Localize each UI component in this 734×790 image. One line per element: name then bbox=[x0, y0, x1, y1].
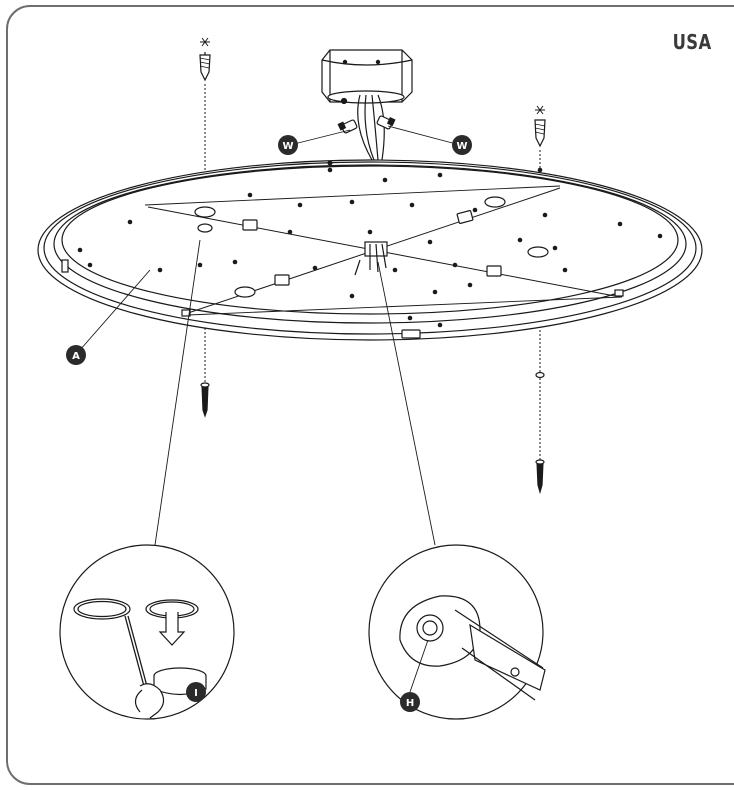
plate-slots bbox=[194, 196, 549, 298]
page-frame bbox=[6, 5, 734, 785]
callout-i-label: I bbox=[194, 688, 198, 699]
junction-box bbox=[321, 49, 413, 105]
callout-i: I bbox=[186, 682, 206, 702]
screw-right bbox=[535, 371, 545, 495]
callout-w-left-label: W bbox=[282, 141, 293, 152]
callout-w-right-label: W bbox=[456, 141, 467, 152]
plate-clips bbox=[61, 209, 624, 339]
callout-w-left: W bbox=[278, 135, 298, 155]
region-label: USA bbox=[672, 30, 712, 54]
callout-h-label: H bbox=[406, 698, 414, 709]
wire-nut-right bbox=[376, 115, 396, 130]
supply-wires bbox=[357, 94, 385, 161]
callout-a-label: A bbox=[72, 351, 80, 362]
anchor-right bbox=[534, 105, 546, 460]
callout-h: H bbox=[400, 692, 420, 712]
detail-cutter bbox=[368, 544, 546, 720]
center-connector bbox=[354, 241, 388, 276]
wire-nut-left bbox=[337, 119, 358, 134]
detail-knockout bbox=[59, 544, 235, 720]
callout-a: A bbox=[66, 345, 86, 365]
callout-w-right: W bbox=[452, 135, 472, 155]
plate-holes bbox=[77, 160, 663, 328]
